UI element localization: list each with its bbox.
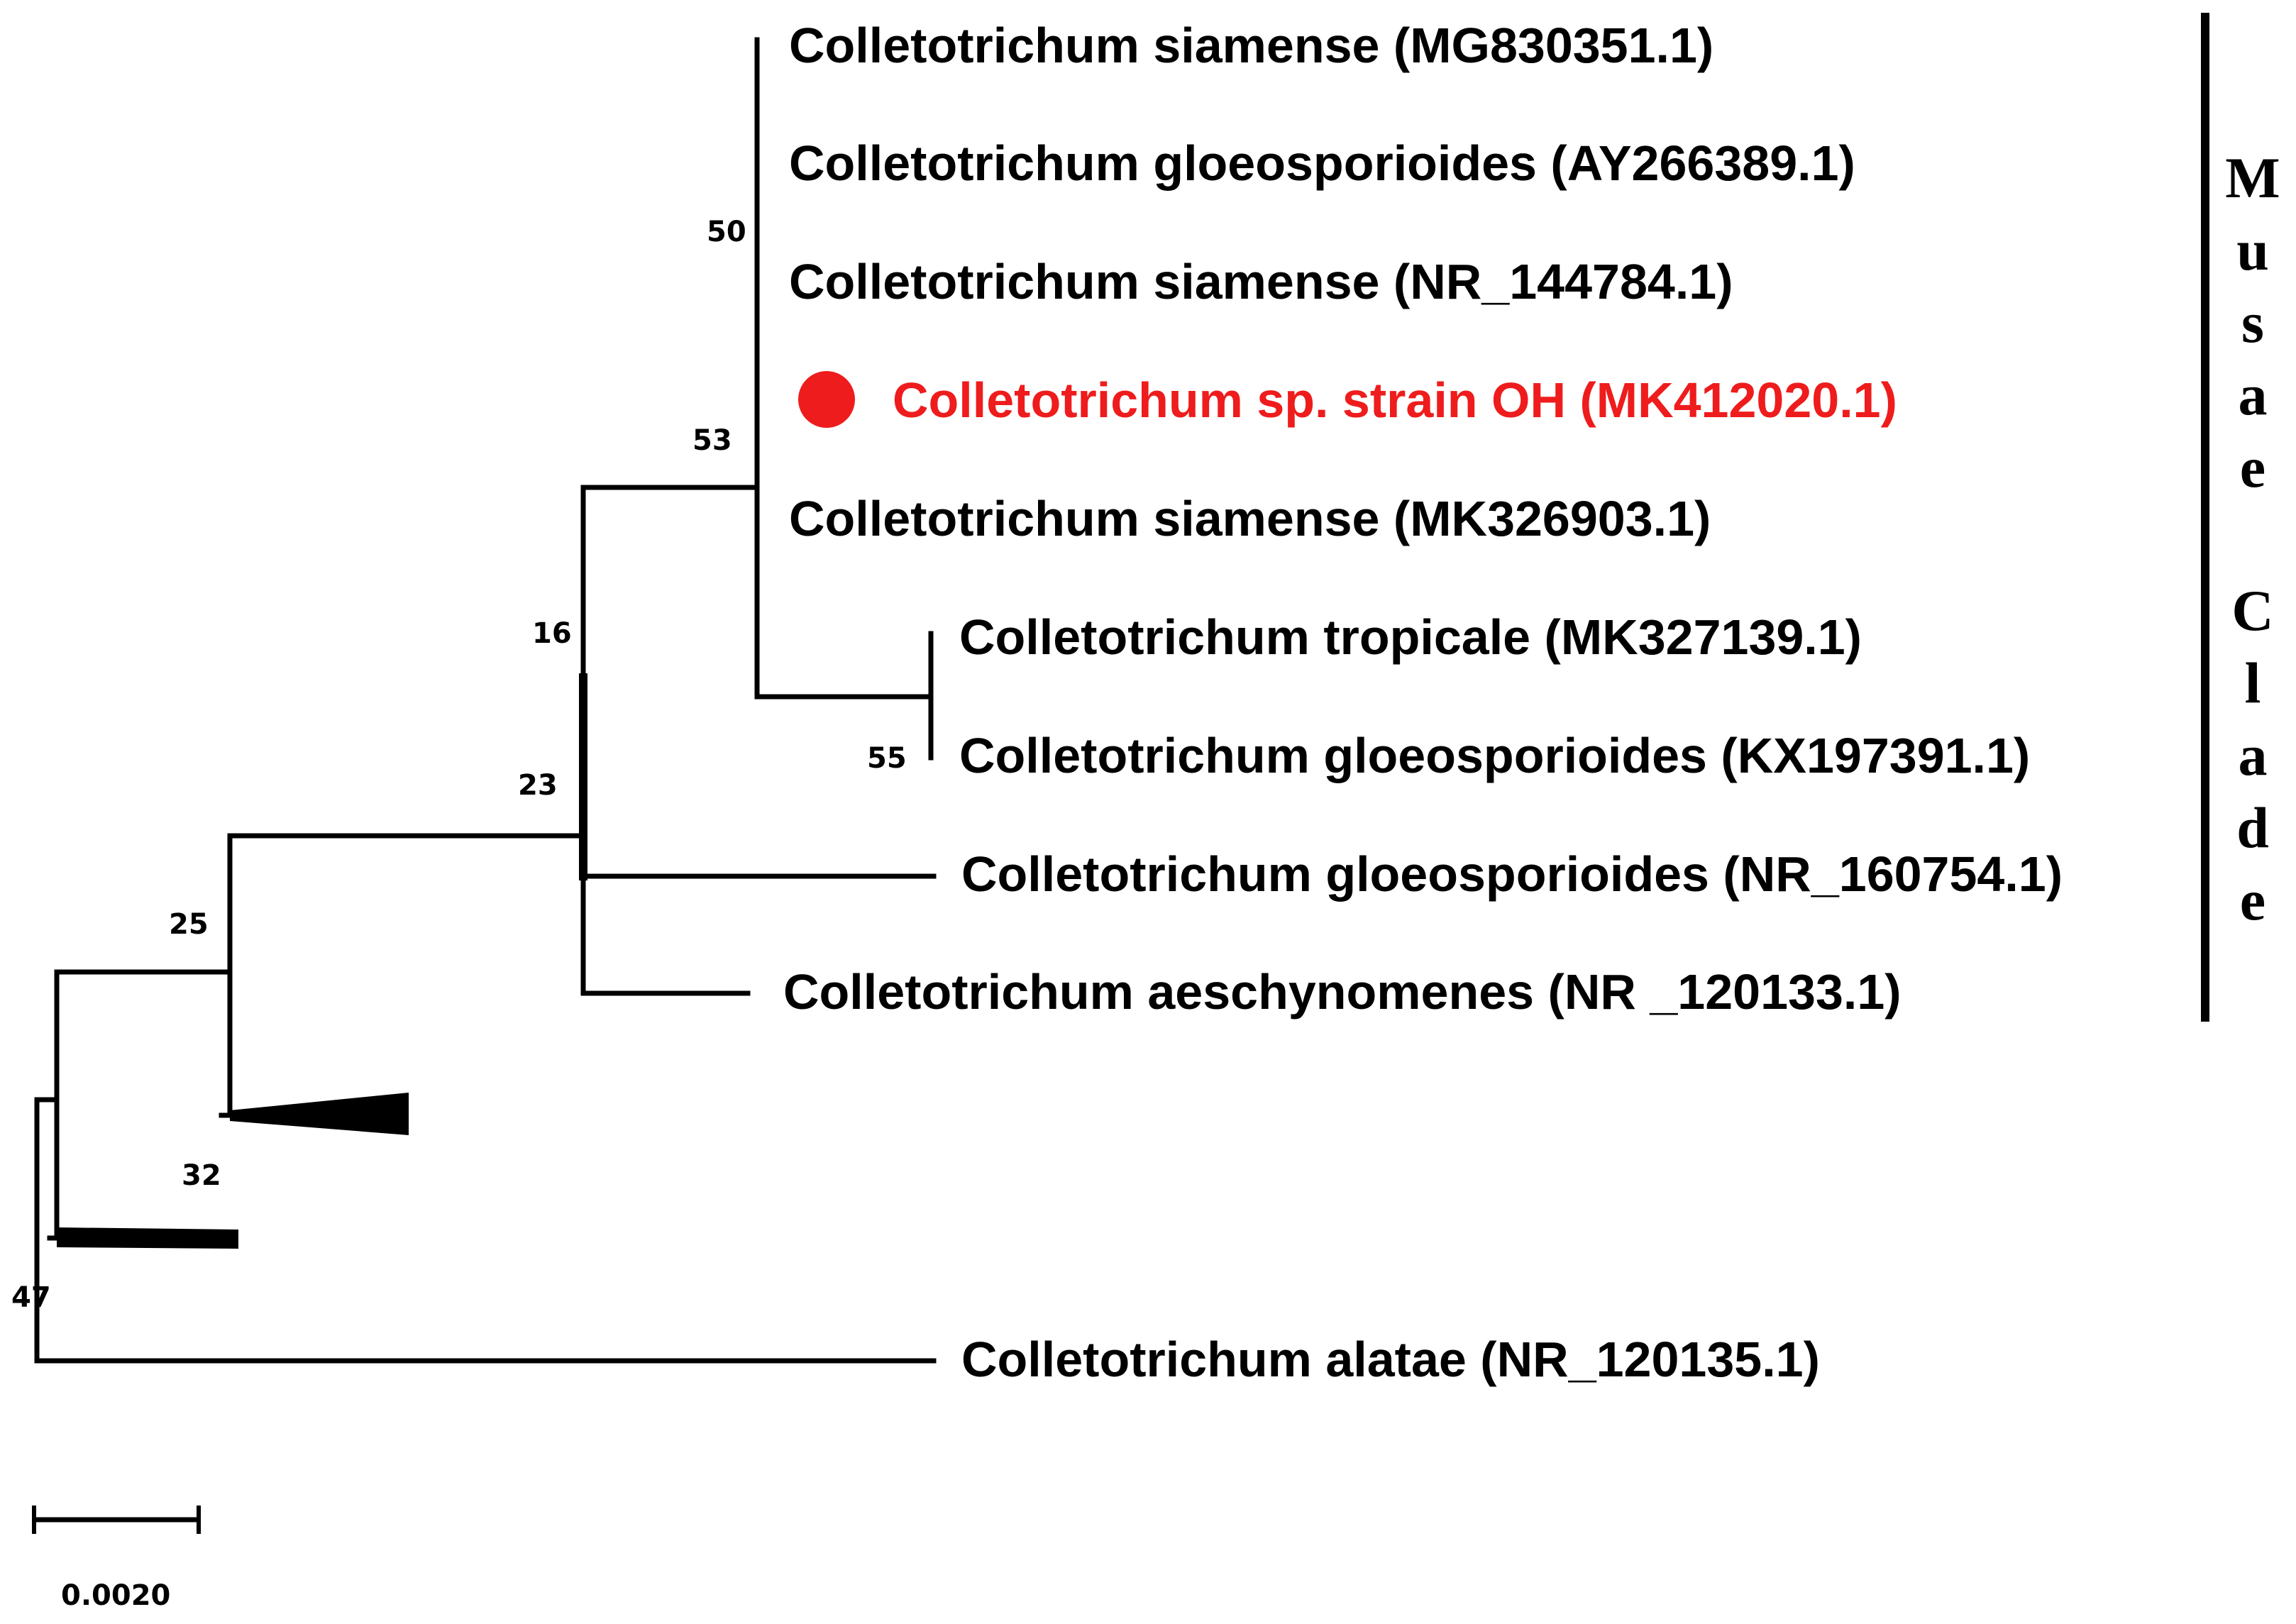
- clade-letter: C: [2231, 578, 2273, 643]
- clade-letter: d: [2236, 795, 2269, 860]
- taxon-label: Colletotrichum gloeosporioides (KX197391…: [959, 728, 2030, 783]
- collapsed-clades: [57, 1093, 409, 1249]
- highlight-marker: [798, 371, 855, 428]
- clade-letter: l: [2245, 651, 2261, 715]
- collapsed-clade-triangle: [57, 1227, 238, 1249]
- support-value: 53: [692, 424, 732, 457]
- tree-branches: [34, 37, 937, 1364]
- taxon-label: Colletotrichum siamense (NR_144784.1): [789, 254, 1733, 309]
- collapsed-clade-triangle: [230, 1093, 409, 1135]
- clade-letter: s: [2241, 290, 2264, 355]
- taxon-label: Colletotrichum alatae (NR_120135.1): [961, 1332, 1820, 1387]
- taxon-labels: Colletotrichum siamense (MG830351.1) Col…: [783, 18, 2063, 1387]
- scale-bar: 0.0020: [32, 1506, 201, 1612]
- clade-letter: M: [2225, 145, 2280, 210]
- clade-letter: e: [2240, 868, 2265, 932]
- clade-letter: e: [2240, 435, 2265, 499]
- support-values: 50 53 16 55 23 25 32 47: [11, 216, 907, 1314]
- support-value: 23: [518, 769, 558, 802]
- support-value: 55: [867, 742, 907, 775]
- taxon-label: Colletotrichum gloeosporioides (AY266389…: [789, 136, 1855, 191]
- support-value: 32: [182, 1159, 221, 1192]
- support-value: 25: [169, 908, 209, 941]
- clade-letter: a: [2239, 723, 2268, 788]
- taxon-label: Colletotrichum siamense (MG830351.1): [789, 18, 1713, 73]
- support-value: 16: [532, 617, 572, 650]
- support-value: 50: [707, 216, 746, 248]
- taxon-label-highlighted: Colletotrichum sp. strain OH (MK412020.1…: [893, 372, 1897, 428]
- clade-letter: u: [2236, 218, 2269, 282]
- taxon-label: Colletotrichum siamense (MK326903.1): [789, 491, 1711, 546]
- scale-bar-label: 0.0020: [61, 1579, 170, 1612]
- taxon-label: Colletotrichum gloeosporioides (NR_16075…: [961, 846, 2063, 902]
- clade-annotation: M u s a e C l a d e: [2201, 13, 2280, 1022]
- clade-letter: a: [2239, 363, 2268, 427]
- support-value: 47: [11, 1281, 51, 1314]
- taxon-label: Colletotrichum tropicale (MK327139.1): [959, 609, 1862, 665]
- taxon-label: Colletotrichum aeschynomenes (NR _120133…: [783, 964, 1902, 1020]
